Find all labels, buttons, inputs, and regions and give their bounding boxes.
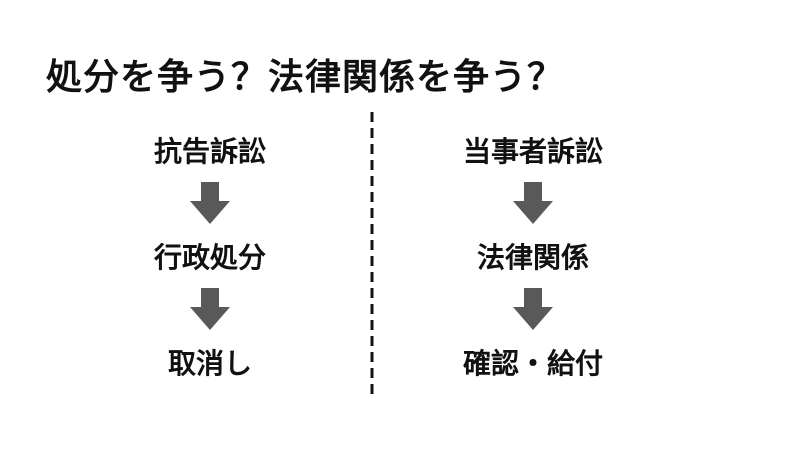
right-step-3: 確認・給付 — [462, 347, 603, 380]
down-arrow-icon — [513, 182, 553, 224]
anticipatory-litigation-flow: 抗告訴訟 行政処分 取消し — [80, 0, 340, 450]
left-step-3: 取消し — [167, 347, 252, 380]
down-arrow-icon — [190, 288, 230, 330]
slide-title: 処分を争う？法律関係を争う？ — [46, 57, 565, 98]
right-step-2: 法律関係 — [476, 241, 589, 274]
left-step-2: 行政処分 — [153, 241, 266, 274]
down-arrow-icon — [513, 288, 553, 330]
party-litigation-flow: 当事者訴訟 法律関係 確認・給付 — [403, 0, 663, 450]
left-step-1: 抗告訴訟 — [153, 135, 266, 168]
right-step-1: 当事者訴訟 — [462, 135, 603, 168]
dashed-divider — [370, 112, 374, 400]
down-arrow-icon — [190, 182, 230, 224]
